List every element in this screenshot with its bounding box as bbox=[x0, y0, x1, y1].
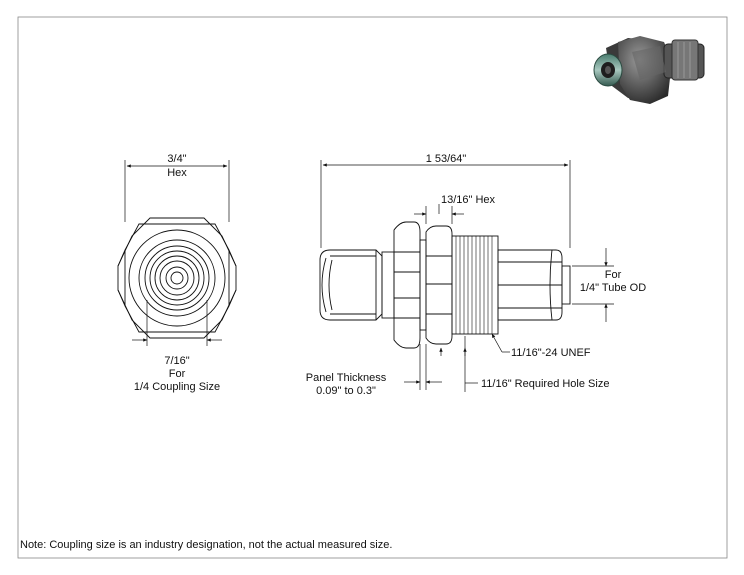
product-render-image bbox=[593, 36, 705, 104]
hex-width-dimension bbox=[124, 160, 230, 222]
panel-thickness-label: Panel Thickness bbox=[306, 372, 387, 384]
tube-nut bbox=[497, 249, 563, 321]
hole-size-label: 11/16" Required Hole Size bbox=[481, 378, 609, 390]
hex-width-label: 3/4" bbox=[167, 153, 186, 165]
overall-length-label: 1 53/64" bbox=[426, 153, 467, 165]
coupling-for-label: For bbox=[169, 368, 186, 380]
threaded-section bbox=[451, 235, 499, 335]
tube-stub bbox=[561, 265, 571, 305]
tube-od-dimension bbox=[572, 248, 614, 322]
collet-body bbox=[319, 249, 383, 321]
end-view bbox=[117, 217, 237, 339]
body-hex-flange bbox=[393, 221, 421, 349]
hex-outline bbox=[124, 223, 230, 333]
thread-label: 11/16"-24 UNEF bbox=[511, 347, 591, 359]
hole-size-dimension bbox=[439, 336, 478, 392]
nut-hex-label: 13/16" Hex bbox=[441, 194, 496, 206]
hex-word-label: Hex bbox=[167, 167, 187, 179]
nut-hex-dimension bbox=[414, 204, 464, 224]
tube-for-label: For bbox=[605, 269, 622, 281]
overall-length-dimension bbox=[320, 160, 571, 248]
thread-callout bbox=[491, 333, 510, 353]
panel-range-label: 0.09" to 0.3" bbox=[316, 385, 376, 397]
coupling-value-label: 7/16" bbox=[164, 355, 189, 367]
panel-nut bbox=[425, 225, 453, 345]
coupling-size-dimension bbox=[132, 300, 222, 346]
panel-thickness-dimension bbox=[404, 344, 442, 390]
side-view bbox=[319, 221, 571, 349]
coupling-size-label: 1/4 Coupling Size bbox=[134, 381, 220, 393]
tube-od-label: 1/4" Tube OD bbox=[580, 282, 646, 294]
footnote: Note: Coupling size is an industry desig… bbox=[20, 539, 393, 551]
drawing-border bbox=[17, 16, 728, 559]
